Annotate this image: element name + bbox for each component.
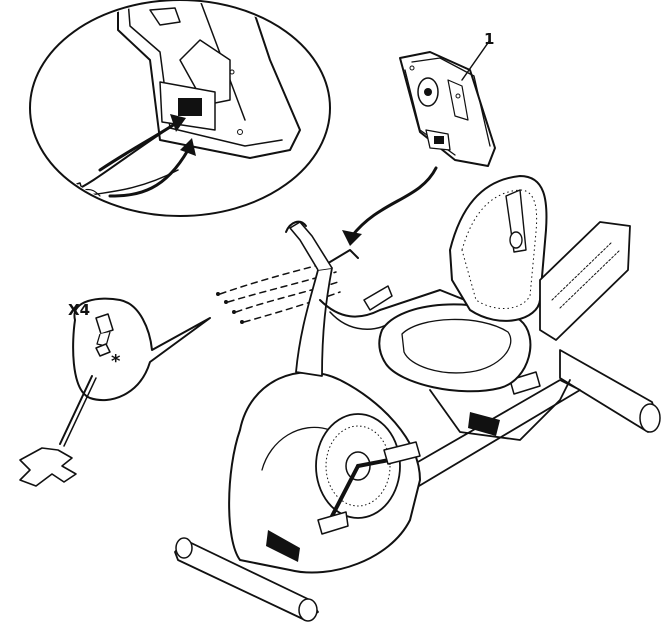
- callout-quantity: X4: [68, 301, 90, 319]
- hardware-detail-callout: [20, 299, 210, 486]
- callout-note-marker: *: [111, 351, 120, 372]
- callout-part-number: 1: [484, 30, 494, 48]
- hex-key-icon: [20, 376, 96, 486]
- assembly-arrow-icon: [342, 168, 436, 246]
- console-socket-icon: [178, 98, 202, 116]
- console-part-icon: [400, 52, 495, 166]
- recumbent-bike-icon: [175, 176, 660, 621]
- connector-detail-callout: [30, 0, 330, 216]
